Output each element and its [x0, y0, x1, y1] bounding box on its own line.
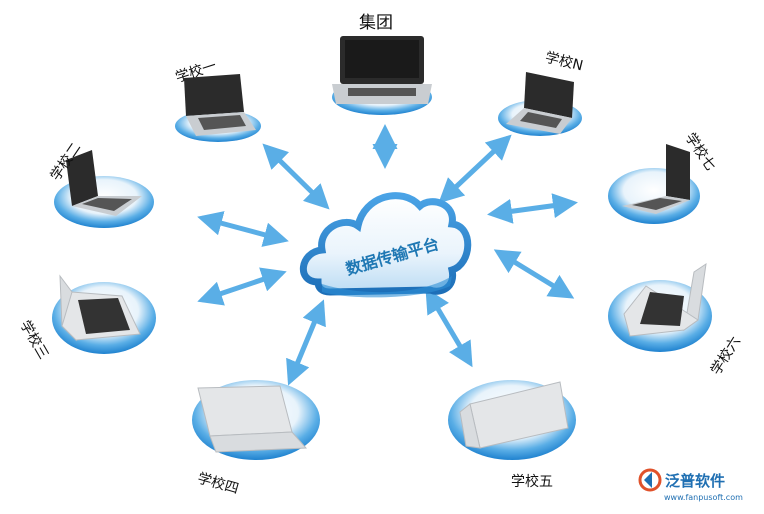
- laptop-icon: [59, 274, 141, 342]
- node-school-1: 学校一: [173, 57, 261, 142]
- connection-arrows: [197, 124, 578, 386]
- arrow-school-3: [197, 267, 287, 306]
- arrow-school-1: [262, 143, 330, 210]
- cloud-icon: [299, 192, 472, 296]
- laptop-icon: [184, 74, 256, 136]
- laptop-icon: [506, 72, 574, 134]
- node-school-5: 学校五: [448, 380, 576, 490]
- laptop-icon: [197, 385, 308, 453]
- arrow-school-7: [487, 193, 578, 224]
- node-label: 学校四: [196, 470, 241, 498]
- brand-name: 泛普软件: [665, 472, 725, 490]
- laptop-icon: [623, 262, 707, 337]
- node-label: 学校N: [543, 49, 584, 75]
- cloud-platform: 数据传输平台: [299, 192, 472, 298]
- laptop-icon: [66, 150, 142, 216]
- node-label: 学校三: [17, 317, 53, 362]
- node-school-4: 学校四: [192, 380, 320, 497]
- node-label: 集团: [359, 13, 393, 33]
- arrow-school-6: [493, 249, 575, 299]
- arrow-school-n: [438, 134, 512, 204]
- node-school-2: 学校二: [47, 140, 154, 228]
- node-school-6: 学校六: [608, 262, 744, 378]
- cloud-shadow: [322, 276, 452, 298]
- brand-watermark: 泛普软件 www.fanpusoft.com: [638, 468, 743, 502]
- node-school-n: 学校N: [498, 49, 585, 136]
- arrow-school-5: [425, 287, 473, 368]
- laptop-icon: [459, 381, 569, 449]
- node-school-7: 学校七: [608, 130, 719, 224]
- node-label: 学校六: [707, 333, 744, 378]
- arrow-school-2: [197, 211, 289, 247]
- node-headquarters: 集团: [332, 13, 432, 115]
- laptop-icon: [332, 36, 432, 104]
- arrow-school-4: [286, 299, 326, 386]
- brand-url: www.fanpusoft.com: [664, 493, 743, 502]
- brand-logo-icon: [638, 468, 662, 492]
- laptop-icon: [622, 144, 690, 214]
- node-school-3: 学校三: [17, 274, 156, 362]
- node-label: 学校五: [511, 473, 553, 490]
